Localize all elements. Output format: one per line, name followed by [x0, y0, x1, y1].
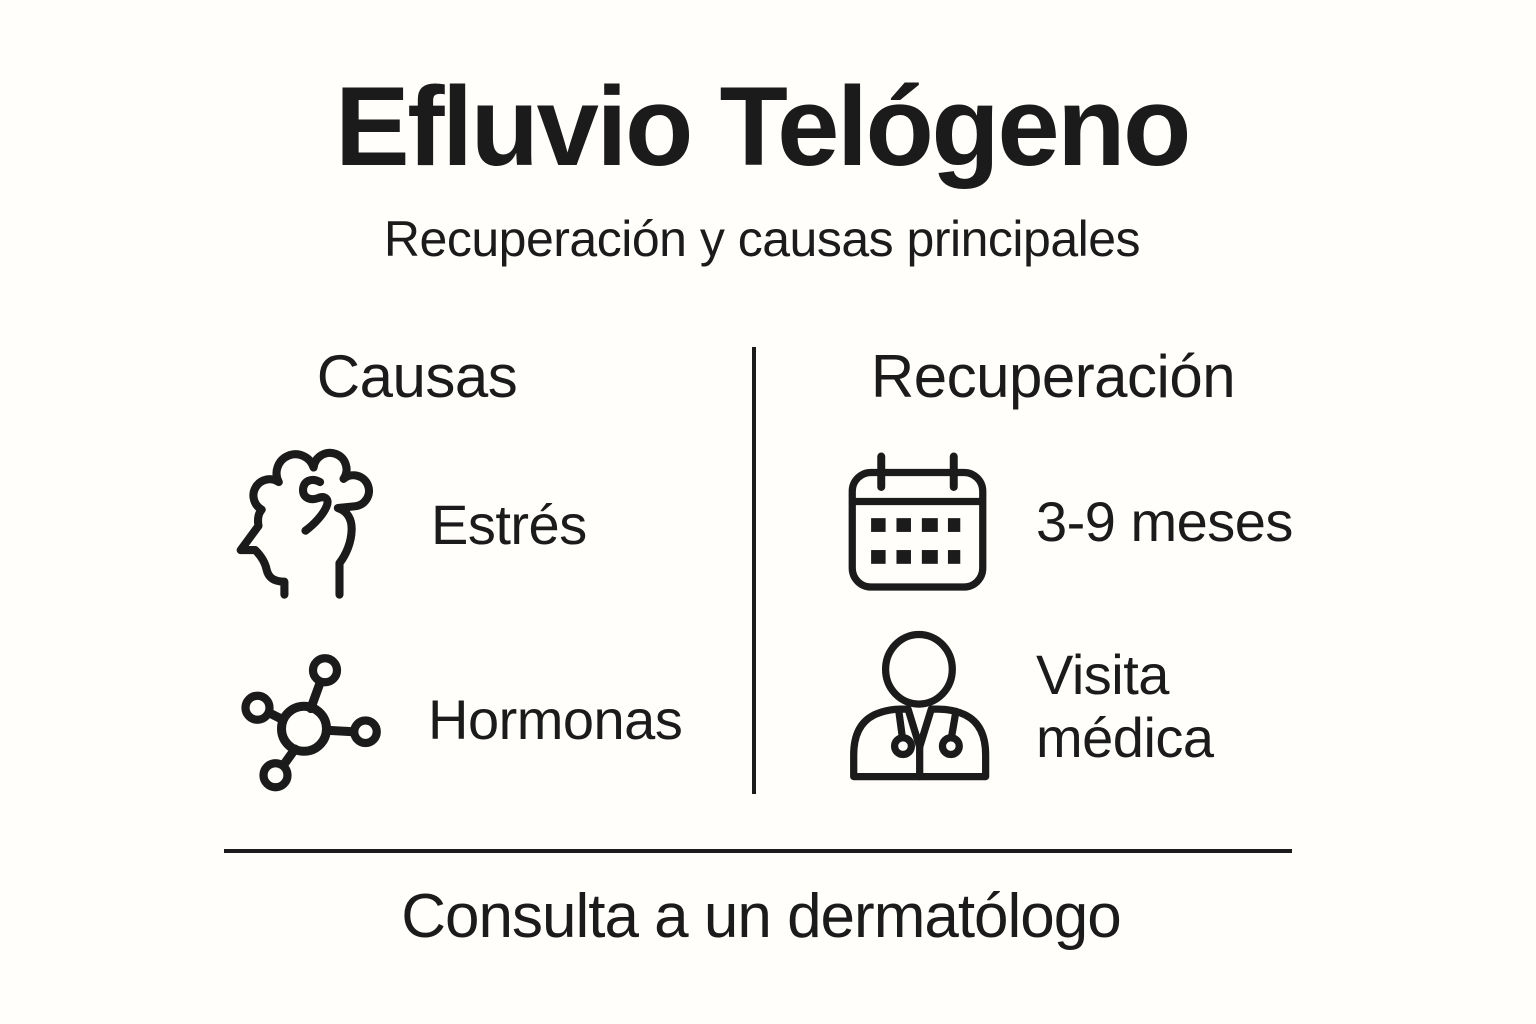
list-item-doctor-visit: Visita médica — [845, 618, 1261, 796]
list-item-hormones: Hormonas — [232, 645, 683, 795]
list-item-duration: 3-9 meses — [845, 452, 1293, 593]
hormones-molecule-icon — [232, 649, 382, 792]
footer-advice: Consulta a un dermatólogo — [401, 882, 1121, 951]
list-item-label: Hormonas — [428, 687, 683, 751]
list-item-label: Visita médica — [1036, 643, 1214, 769]
causes-column-heading: Causas — [316, 343, 518, 410]
list-item-label: Estrés — [431, 492, 587, 556]
vertical-divider — [752, 347, 756, 794]
recovery-column-heading: Recuperación — [870, 343, 1236, 410]
calendar-icon — [845, 452, 990, 593]
horizontal-divider — [224, 849, 1292, 853]
page-title: Efluvio Telógeno — [335, 64, 1191, 189]
page-subtitle: Recuperación y causas principales — [383, 211, 1141, 267]
list-item-stress: Estrés — [235, 442, 587, 608]
stressed-head-icon — [235, 442, 397, 608]
list-item-label: 3-9 meses — [1036, 490, 1293, 554]
doctor-icon — [845, 618, 990, 796]
